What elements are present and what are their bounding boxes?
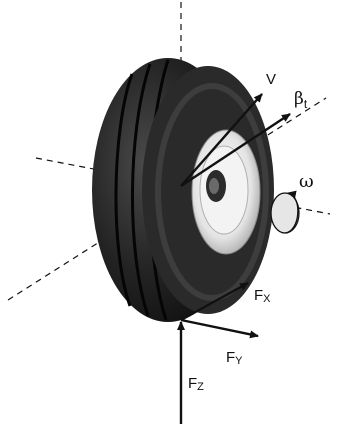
fz-label: FZ — [188, 375, 204, 393]
beta-t-heading-arrow — [180, 112, 291, 188]
omega-rotation-indicator — [270, 190, 300, 234]
beta-t-label: βt — [294, 89, 308, 111]
fy-force-arrow — [180, 318, 259, 339]
sidewall-lettering-band — [155, 83, 269, 301]
fz-subscript: Z — [197, 381, 204, 393]
fy-symbol: F — [226, 349, 235, 366]
tread-groove-1 — [114, 73, 134, 307]
fz-symbol: F — [188, 375, 197, 392]
tread-groove-2 — [130, 63, 152, 317]
beta-subscript: t — [304, 97, 308, 111]
hub-cap — [209, 178, 219, 194]
fy-subscript: Y — [235, 355, 243, 367]
velocity-vector-arrow — [180, 93, 263, 187]
fx-force-arrow — [180, 281, 249, 322]
omega-rotation-arrow — [284, 190, 299, 234]
omega-label: ω — [299, 171, 314, 192]
fx-subscript: X — [263, 293, 271, 305]
beta-symbol: β — [294, 89, 304, 109]
fx-symbol: F — [254, 287, 263, 304]
v-label: V — [266, 71, 276, 88]
fx-label: FX — [254, 287, 271, 305]
horizontal-axis-dashed — [35, 157, 331, 215]
tire — [92, 58, 274, 322]
fy-label: FY — [226, 349, 243, 367]
